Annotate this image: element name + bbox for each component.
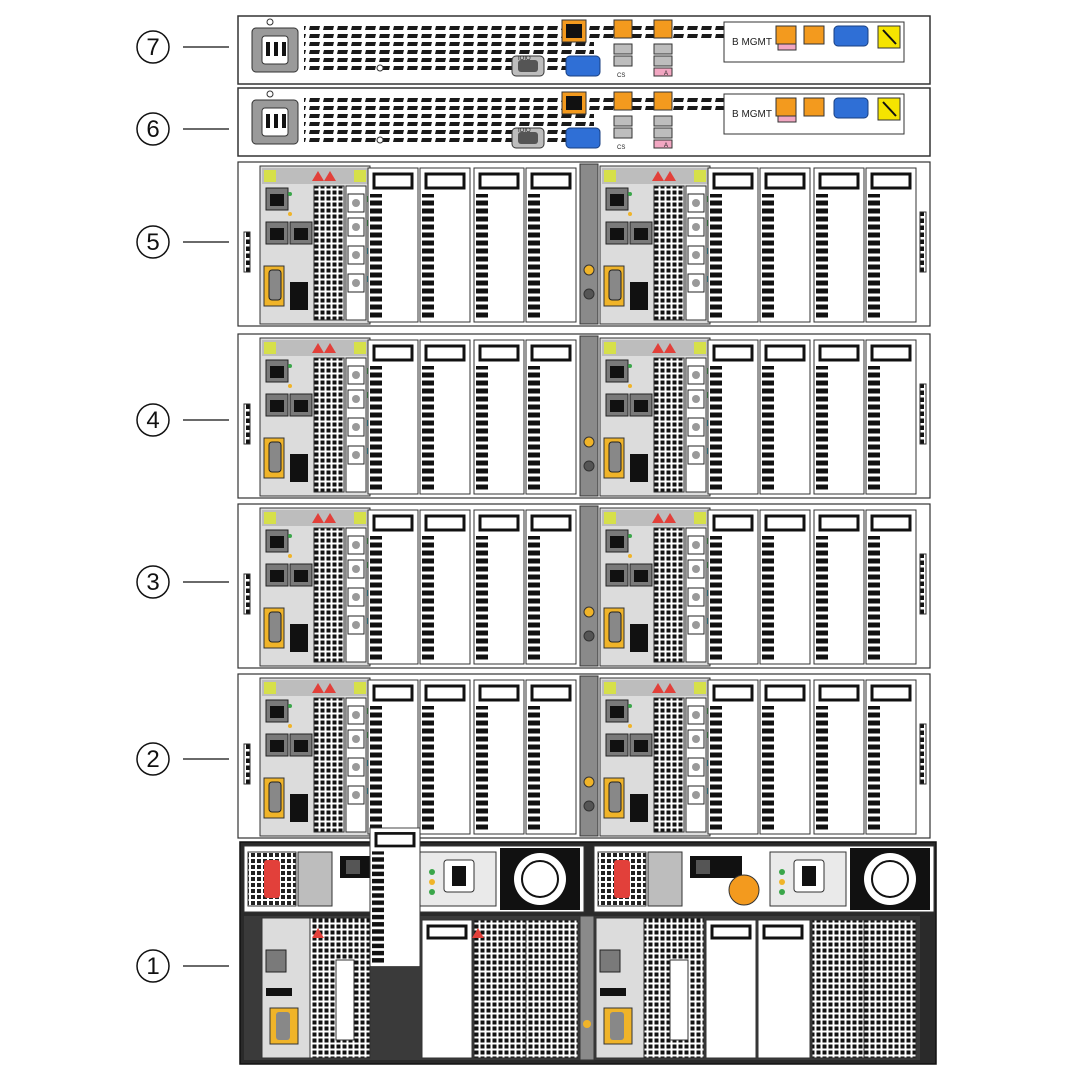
enclosure-3 xyxy=(238,504,930,668)
callout-circle-3 xyxy=(136,565,170,599)
mgmt-label-7: B MGMT xyxy=(732,37,772,48)
enclosure-4 xyxy=(238,334,930,498)
callout-number-1: 1 xyxy=(146,953,159,980)
base-right-controller xyxy=(595,917,917,1059)
enclosure-2 xyxy=(238,674,930,838)
base-left-controller xyxy=(261,826,579,1059)
enclosure-5 xyxy=(238,162,930,326)
callout-circle-5 xyxy=(136,225,170,259)
callout-number-5: 5 xyxy=(146,229,159,256)
callout-number-2: 2 xyxy=(146,746,159,773)
cs-label-6: CS xyxy=(617,145,625,151)
callout-circle-6 xyxy=(136,112,170,146)
callout-circle-4 xyxy=(136,403,170,437)
server-6: B MGMT IOIO CS A xyxy=(237,87,931,157)
mgmt-label-6: B MGMT xyxy=(732,109,772,120)
a-label-6: A xyxy=(664,143,668,149)
base-enclosure-1 xyxy=(239,826,937,1065)
callout-circle-7 xyxy=(136,30,170,64)
callout-number-7: 7 xyxy=(146,34,159,61)
callout-labels: 7 6 5 4 3 2 1 xyxy=(136,30,229,983)
callout-number-3: 3 xyxy=(146,569,159,596)
callout-number-4: 4 xyxy=(146,407,159,434)
a-label-7: A xyxy=(664,71,668,77)
callout-circle-1 xyxy=(136,949,170,983)
serial-label-7: IOIO xyxy=(518,56,531,62)
callout-circle-2 xyxy=(136,742,170,776)
server-7: B MGMT IOIO CS A xyxy=(237,15,931,85)
callout-number-6: 6 xyxy=(146,116,159,143)
serial-label-6: IOIO xyxy=(518,128,531,134)
cs-label-7: CS xyxy=(617,73,625,79)
